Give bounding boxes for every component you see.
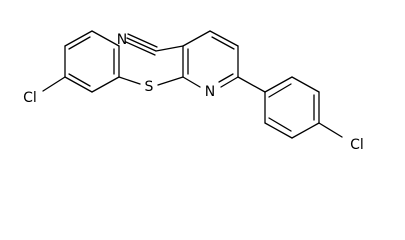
right-chlorine-bond <box>318 122 343 138</box>
structure-canvas: N N S Cl Cl <box>23 30 364 153</box>
right-phenyl-bond-1 <box>264 76 293 93</box>
pyridine-phenyl-bond <box>237 76 266 93</box>
pyridine-double-4 <box>218 73 234 83</box>
pyridine-bond-5 <box>182 76 201 88</box>
right-phenyl-double-1 <box>268 83 292 98</box>
thioether-linkage <box>118 76 184 86</box>
s-phenyl-bond <box>118 76 141 85</box>
left-chlorine-label: Cl <box>23 90 37 106</box>
pyridine-ring <box>182 30 239 88</box>
nitrile-triple-bond-c <box>125 41 156 56</box>
left-phenyl-bond-2 <box>91 30 120 47</box>
nitrile-group <box>125 33 184 56</box>
nitrile-carbon-bond <box>155 45 184 52</box>
nitrile-triple-bond-a <box>127 33 158 48</box>
left-phenyl-bond-3 <box>64 30 93 47</box>
left-chlorine-bond <box>42 76 66 92</box>
right-phenyl-double-5 <box>268 117 292 132</box>
left-phenyl-ring <box>42 30 120 93</box>
s-pyridine-bond <box>157 76 184 86</box>
pyridine-bond-2 <box>209 30 239 47</box>
right-phenyl-bond-2 <box>291 76 320 93</box>
ring-nitrogen-label: N <box>205 84 215 100</box>
left-phenyl-bond-6 <box>91 76 120 93</box>
right-phenyl-ring <box>237 76 343 139</box>
pyridine-double-2 <box>211 36 235 50</box>
nitrile-nitrogen-label: N <box>117 32 127 48</box>
left-phenyl-bond-5 <box>64 76 93 93</box>
right-phenyl-bond-4 <box>291 122 320 139</box>
left-phenyl-double-5 <box>68 73 91 87</box>
sulfur-label: S <box>145 79 154 95</box>
right-phenyl-bond-5 <box>264 122 293 139</box>
pyridine-bond-1 <box>182 30 211 47</box>
nitrile-triple-bond-b <box>126 37 157 52</box>
right-chlorine-label: Cl <box>350 137 364 153</box>
left-phenyl-double-3 <box>68 36 91 50</box>
pyridine-bond-4 <box>220 76 239 88</box>
